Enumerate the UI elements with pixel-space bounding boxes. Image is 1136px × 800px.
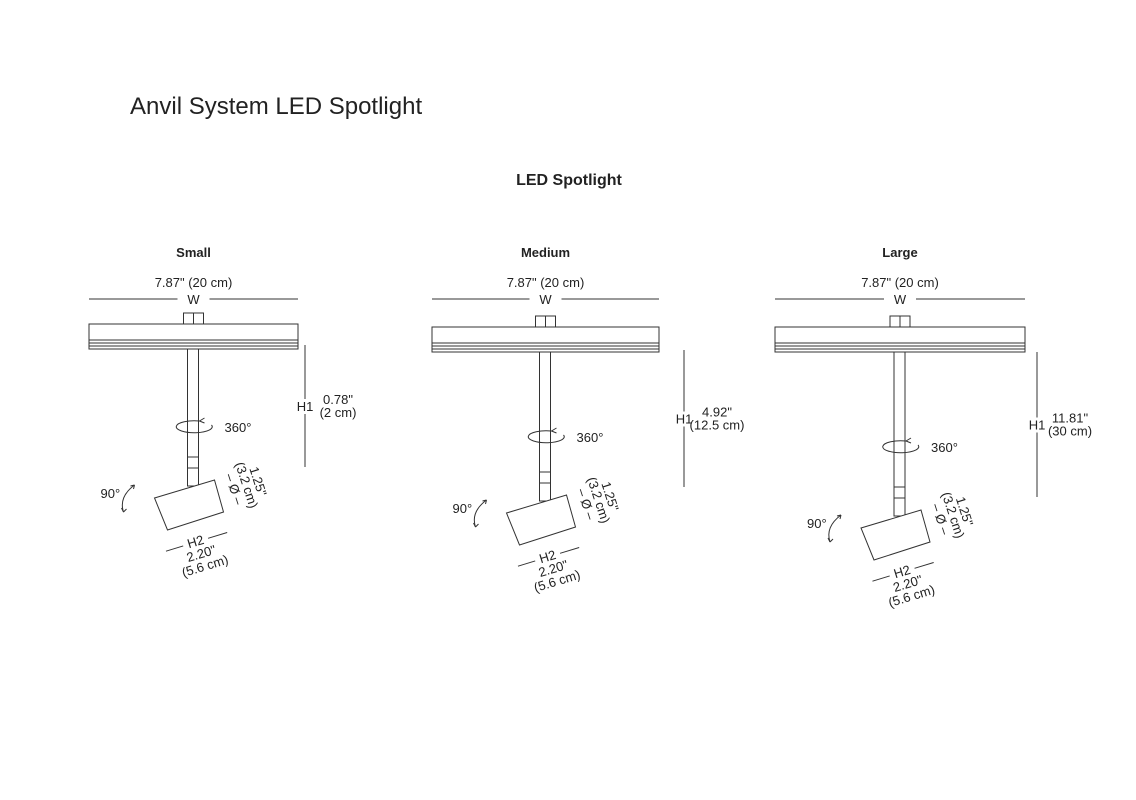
diameter-dimension: 1.25"(3.2 cm)– Ø – <box>929 490 977 540</box>
h2-dimension-line <box>559 547 580 554</box>
h2-dimension: H22.20"(5.6 cm) <box>872 562 936 610</box>
width-label: W <box>894 292 907 307</box>
h2-dimension-line <box>872 575 890 582</box>
h1-value-cm: (12.5 cm) <box>690 418 745 433</box>
rotation-arrow-icon <box>882 440 920 454</box>
h1-value-in: 4.92" <box>702 405 732 420</box>
width-dimension-value: 7.87" (20 cm) <box>861 275 939 290</box>
h2-dimension: H22.20"(5.6 cm) <box>165 532 230 580</box>
tilt-label: 90° <box>453 501 473 516</box>
track-rail <box>88 323 299 350</box>
spotlight-head <box>505 494 577 546</box>
variant-label: Large <box>882 245 917 260</box>
h2-dimension-line <box>914 562 934 569</box>
track-rail <box>774 326 1026 353</box>
variant-label: Medium <box>521 245 570 260</box>
rotation-arrowhead-icon <box>905 437 912 444</box>
tilt-label: 90° <box>101 486 121 501</box>
h2-label: H2 <box>185 532 205 551</box>
spotlight-medium: Medium 7.87" (20 cm) W 360° 90° H22.20"(5.6 c… <box>431 245 745 595</box>
tilt-label: 90° <box>807 516 827 531</box>
diameter-dimension: 1.25"(3.2 cm)– Ø – <box>222 460 270 510</box>
stem <box>539 351 551 502</box>
page-title: Anvil System LED Spotlight <box>130 93 423 120</box>
h1-label-bg <box>674 411 694 427</box>
h1-value-cm: (30 cm) <box>1048 424 1092 439</box>
rotation-label: 360° <box>225 420 252 435</box>
h1-label: H1 <box>1029 418 1046 433</box>
section-title: LED Spotlight <box>0 172 1136 190</box>
spotlight-large: Large 7.87" (20 cm) W 360° 90° H22.20"(5.6 cm… <box>774 245 1092 610</box>
tilt-arrowhead-icon <box>827 514 842 543</box>
tilt-arrow-icon <box>473 499 487 528</box>
h1-value-in: 11.81" <box>1052 411 1089 426</box>
width-label: W <box>187 292 200 307</box>
width-dimension-value: 7.87" (20 cm) <box>155 275 233 290</box>
rotation-arrow-icon <box>527 430 565 444</box>
spotlight-head <box>153 479 225 531</box>
track-rail <box>431 326 660 353</box>
h2-dimension-line <box>165 545 184 552</box>
stem <box>187 348 199 487</box>
stem <box>893 351 906 517</box>
rotation-label: 360° <box>931 440 958 455</box>
rotation-label: 360° <box>577 430 604 445</box>
h1-label-bg <box>295 399 315 414</box>
section-title-text: LED Spotlight <box>516 172 622 189</box>
tilt-arrow-icon <box>828 514 842 543</box>
h1-value-in: 0.78" <box>323 392 353 407</box>
spotlight-small: Small 7.87" (20 cm) W 360° 90° H22.20"(5.6 cm… <box>88 245 357 580</box>
variant-label: Small <box>176 245 211 260</box>
h2-dimension: H22.20"(5.6 cm) <box>517 547 582 595</box>
h1-value-cm: (2 cm) <box>320 405 357 420</box>
h2-label: H2 <box>537 547 557 566</box>
width-label: W <box>539 292 552 307</box>
tilt-arrowhead-icon <box>473 499 487 528</box>
h1-label: H1 <box>676 412 693 427</box>
h1-label: H1 <box>297 399 314 414</box>
rotation-arrowhead-icon <box>551 427 557 434</box>
h2-dimension-line <box>207 532 228 539</box>
rotation-arrowhead-icon <box>199 417 205 424</box>
spotlight-head <box>860 509 931 561</box>
tilt-arrowhead-icon <box>121 484 135 513</box>
h1-label-bg <box>1027 417 1047 433</box>
tilt-arrow-icon <box>121 484 135 513</box>
h2-dimension-line <box>517 560 536 567</box>
diameter-dimension: 1.25"(3.2 cm)– Ø – <box>574 475 622 525</box>
h2-label: H2 <box>892 562 912 581</box>
width-dimension-value: 7.87" (20 cm) <box>507 275 585 290</box>
rotation-arrow-icon <box>175 420 213 434</box>
